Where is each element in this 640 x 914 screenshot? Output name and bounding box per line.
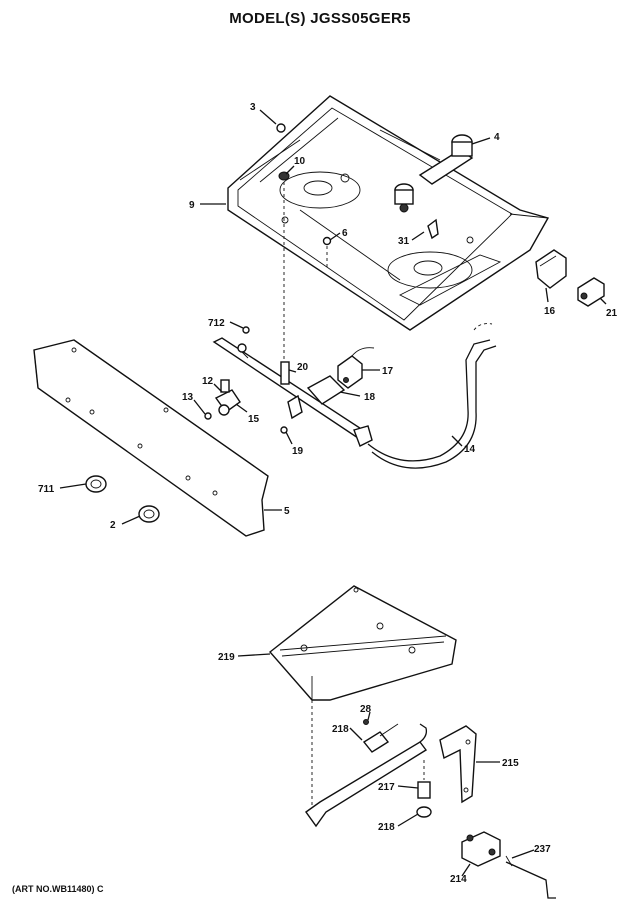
fitting-218-upper [362, 723, 399, 753]
bracket-18 [306, 375, 346, 405]
callout-28: 28 [360, 704, 372, 715]
oven-burner-baffle-219 [268, 585, 457, 701]
switch-17 [337, 347, 375, 389]
callout-6: 6 [342, 228, 348, 239]
grommet-2 [138, 505, 160, 523]
grommet-711 [85, 475, 107, 493]
callout-14: 14 [464, 444, 476, 455]
callout-712: 712 [208, 318, 225, 329]
callout-19: 19 [292, 446, 304, 457]
callout-218-upper: 218 [332, 724, 349, 735]
screw-712 [242, 326, 250, 334]
burner-box [227, 95, 550, 331]
callout-219: 219 [218, 652, 235, 663]
callout-16: 16 [544, 306, 556, 317]
callout-18: 18 [364, 392, 376, 403]
callout-4: 4 [494, 132, 500, 143]
callout-10: 10 [294, 156, 306, 167]
callout-237: 237 [534, 844, 551, 855]
callout-2: 2 [110, 520, 116, 531]
oven-burner-tube [305, 741, 428, 828]
callout-15: 15 [248, 414, 260, 425]
gasket-217 [417, 781, 431, 799]
fitting-20 [280, 361, 290, 385]
callout-31: 31 [398, 236, 410, 247]
screw-28 [363, 719, 369, 725]
callout-214: 214 [450, 874, 467, 885]
callout-13: 13 [182, 392, 194, 403]
fitting-218-lower [416, 806, 432, 818]
callout-21: 21 [606, 308, 618, 319]
callout-711: 711 [38, 484, 55, 495]
callout-9: 9 [189, 200, 195, 211]
art-number: (ART NO.WB11480) C [12, 884, 104, 894]
burner-tube-14 [367, 339, 491, 462]
valve-214 [461, 831, 501, 867]
orifice-13 [204, 412, 212, 420]
screw-6 [322, 236, 332, 246]
callout-3: 3 [250, 102, 256, 113]
screw-3 [276, 123, 286, 133]
burner-valve-assembly [394, 134, 474, 213]
connector-21 [577, 277, 605, 307]
callout-5: 5 [284, 506, 290, 517]
switch-16 [535, 249, 567, 289]
callout-17: 17 [382, 366, 394, 377]
control-panel [33, 339, 269, 537]
rod-237 [505, 861, 556, 899]
manifold-pipe [212, 337, 373, 447]
callout-20: 20 [297, 362, 309, 373]
clip-19 [280, 394, 303, 434]
callout-215: 215 [502, 758, 519, 769]
clip-31 [427, 218, 439, 240]
valve-15 [214, 379, 241, 416]
diagram-title: MODEL(S) JGSS05GER5 [229, 10, 411, 27]
callout-217: 217 [378, 782, 395, 793]
callout-218-lower: 218 [378, 822, 395, 833]
bracket-215 [439, 725, 477, 804]
callout-12: 12 [202, 376, 214, 387]
